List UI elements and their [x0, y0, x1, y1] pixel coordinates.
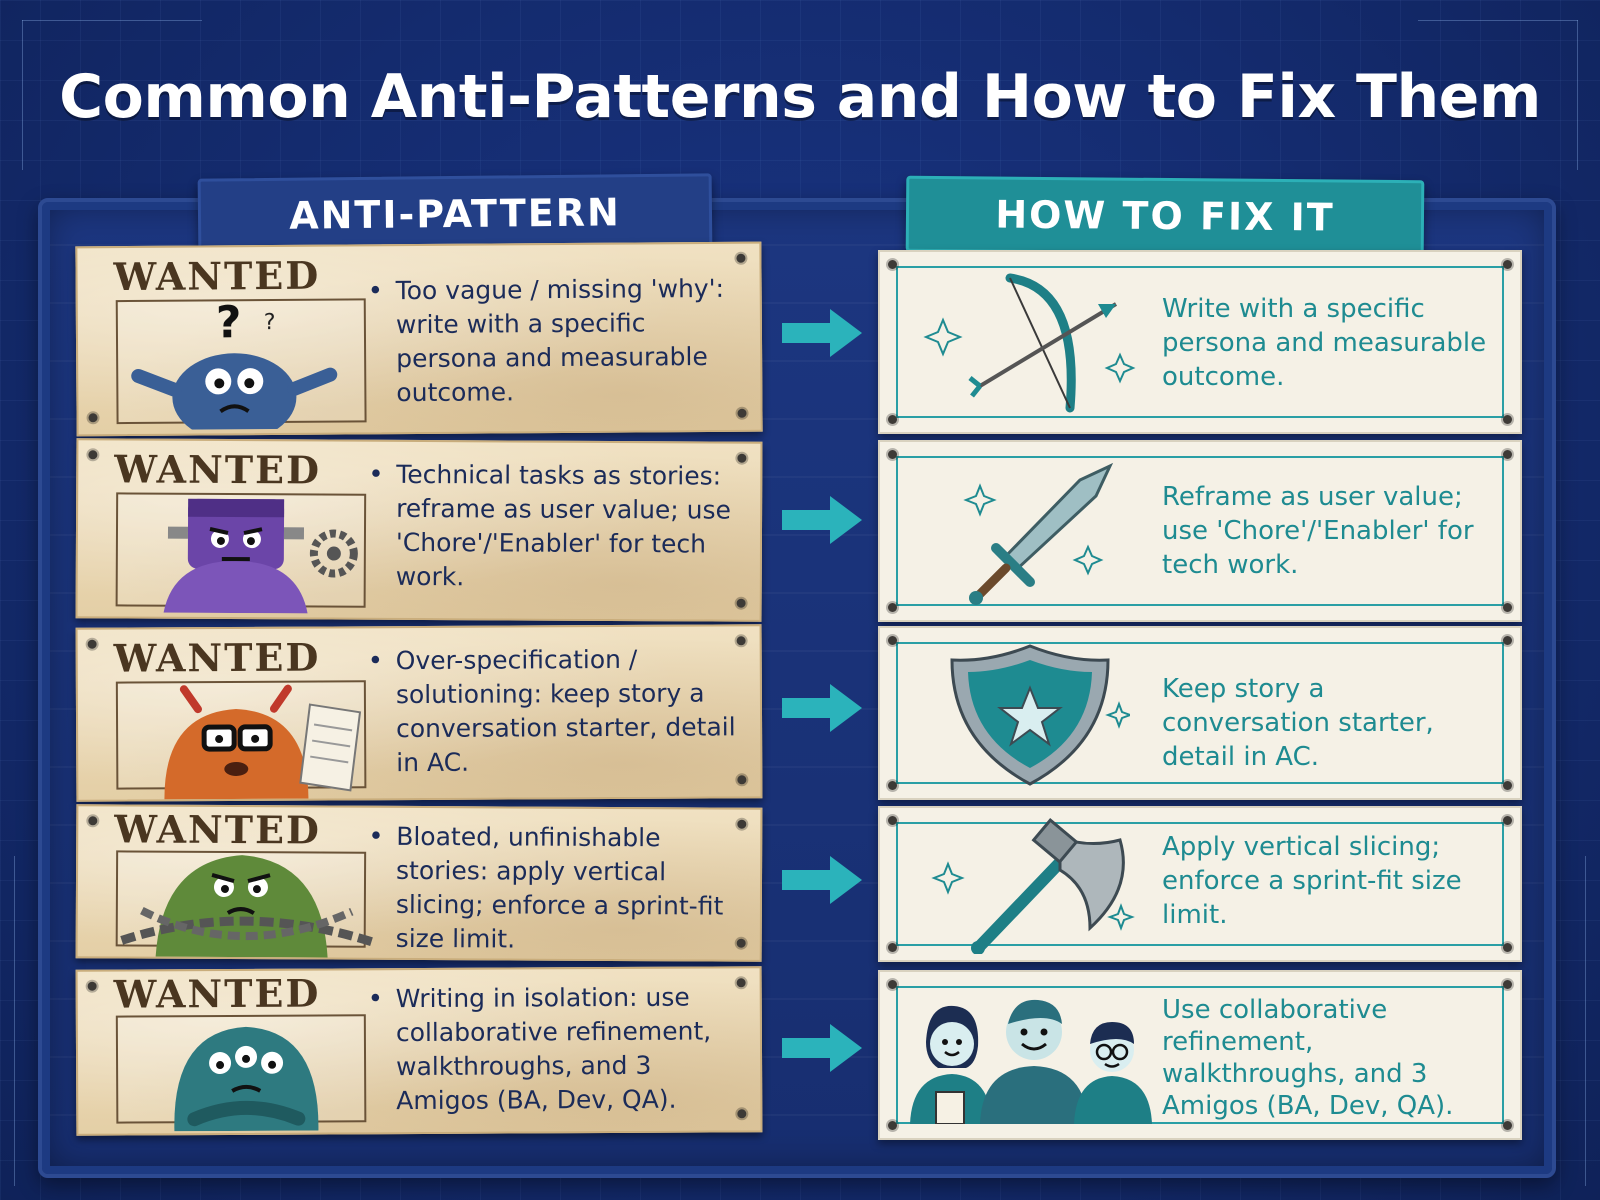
three-amigos-icon [910, 999, 1152, 1124]
bow-and-arrow-icon [923, 273, 1136, 413]
fix-text: Use collaborative refinement, walkthroug… [1162, 995, 1454, 1121]
nail [88, 450, 98, 460]
nail [1503, 1121, 1512, 1130]
fix-card-2: Reframe as user value; use 'Chore'/'Enab… [878, 440, 1522, 622]
nail [888, 980, 897, 989]
fix-card-border [896, 986, 1504, 1124]
sword-icon [963, 462, 1114, 605]
decor-line [1585, 856, 1586, 1186]
arrow-right-icon [782, 496, 862, 544]
anti-pattern-text: Technical tasks as stories: reframe as u… [396, 458, 737, 596]
nail [1503, 260, 1512, 269]
nail [737, 1109, 747, 1119]
fix-card-5: Use collaborative refinement, walkthroug… [878, 970, 1522, 1140]
axe-icon [931, 818, 1135, 954]
nail [737, 408, 747, 418]
fix-card-1: Write with a specific persona and measur… [878, 250, 1522, 434]
nail [1503, 980, 1512, 989]
wanted-label: WANTED [114, 446, 322, 493]
nail [888, 943, 897, 952]
nail [737, 453, 747, 463]
nail [888, 781, 897, 790]
nail [737, 775, 747, 785]
fix-text: Apply vertical slicing; enforce a sprint… [1162, 832, 1462, 930]
svg-text:?: ? [216, 297, 242, 348]
nail [888, 816, 897, 825]
arrow-right-icon [782, 1024, 862, 1072]
fix-text: Keep story a conversation starter, detai… [1162, 674, 1434, 772]
decor-line [22, 20, 23, 170]
nail [1503, 415, 1512, 424]
fix-card-3: Keep story a conversation starter, detai… [878, 626, 1522, 800]
nail [736, 636, 746, 646]
nail [888, 636, 897, 645]
fix-card-border [896, 822, 1504, 946]
nail [736, 253, 746, 263]
nail [1503, 603, 1512, 612]
wanted-poster-1: WANTED ? ? Too vague / missing 'why': wr… [75, 241, 763, 437]
svg-text:?: ? [264, 310, 276, 335]
fix-text: Reframe as user value; use 'Chore'/'Enab… [1162, 482, 1474, 580]
decor-line [14, 856, 15, 1186]
fix-card-4: Apply vertical slicing; enforce a sprint… [878, 806, 1522, 962]
nail [88, 816, 98, 826]
arrow-right-icon [782, 856, 862, 904]
anti-pattern-text: Over-specification / solutioning: keep s… [396, 642, 737, 780]
nail [1503, 816, 1512, 825]
teal-three-eyed-monster-icon [174, 1026, 319, 1132]
header-how-to-fix: HOW TO FIX IT [905, 175, 1425, 257]
anti-pattern-text: Bloated, unfinishable stories: apply ver… [396, 820, 737, 958]
nail [1503, 636, 1512, 645]
nail [888, 1121, 897, 1130]
wanted-poster-3: WANTED Over-specification / solutioning:… [75, 624, 763, 802]
anti-pattern-text: Too vague / missing 'why': write with a … [396, 272, 737, 410]
nail [1503, 781, 1512, 790]
nail [888, 260, 897, 269]
arrow-right-icon [782, 309, 862, 357]
nail [736, 938, 746, 948]
fix-text: Write with a specific persona and measur… [1162, 294, 1487, 392]
nail [888, 450, 897, 459]
decor-line [1418, 20, 1578, 21]
nail [888, 603, 897, 612]
arrow-right-icon [782, 684, 862, 732]
confused-blue-monster-icon: ? ? [131, 297, 338, 431]
nail [888, 415, 897, 424]
fix-card-border [896, 642, 1504, 784]
page-title: Common Anti-Patterns and How to Fix Them [59, 62, 1541, 132]
nail [87, 981, 97, 991]
orange-glasses-monster-icon [164, 684, 362, 800]
nail [1503, 450, 1512, 459]
nail [87, 639, 97, 649]
nail [736, 978, 746, 988]
nail [737, 819, 747, 829]
shield-icon [950, 644, 1130, 786]
nail [1503, 943, 1512, 952]
anti-pattern-text: Writing in isolation: use collaborative … [396, 980, 737, 1118]
wanted-poster-5: WANTED Writing in isolation: use collabo… [75, 966, 763, 1136]
fix-card-border [896, 266, 1504, 418]
green-chained-monster-icon [120, 855, 374, 958]
decor-line [22, 20, 202, 21]
nail [736, 598, 746, 608]
nail [88, 413, 98, 423]
wanted-poster-4: WANTED Bloated, unfinishable stories: ap… [75, 804, 763, 962]
fix-card-border [896, 456, 1504, 606]
wanted-poster-2: WANTED Technical tasks as stories: refra… [75, 438, 763, 622]
purple-bolt-monster-icon [163, 498, 358, 614]
decor-line [1577, 20, 1578, 170]
